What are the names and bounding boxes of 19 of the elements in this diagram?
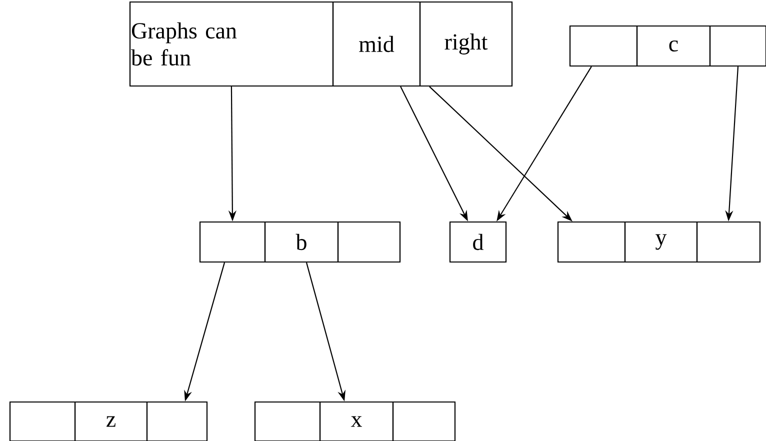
record-field: c [636,25,711,67]
empty-record-field [569,25,638,67]
empty-record-field [337,221,401,263]
record-field: z [74,401,148,441]
record-field: d [449,221,507,263]
empty-record-field [9,401,76,441]
empty-record-field [709,25,766,67]
record-field: y [624,221,698,263]
empty-record-field [146,401,208,441]
empty-record-field [392,401,456,441]
empty-record-field [199,221,266,263]
record-field: right [419,1,513,87]
record-field: Graphs can be fun [129,1,334,87]
empty-record-field [557,221,626,263]
record-field: mid [332,1,421,87]
empty-record-field [254,401,321,441]
empty-record-field [696,221,761,263]
record-field: x [319,401,394,441]
record-field: b [264,221,339,263]
